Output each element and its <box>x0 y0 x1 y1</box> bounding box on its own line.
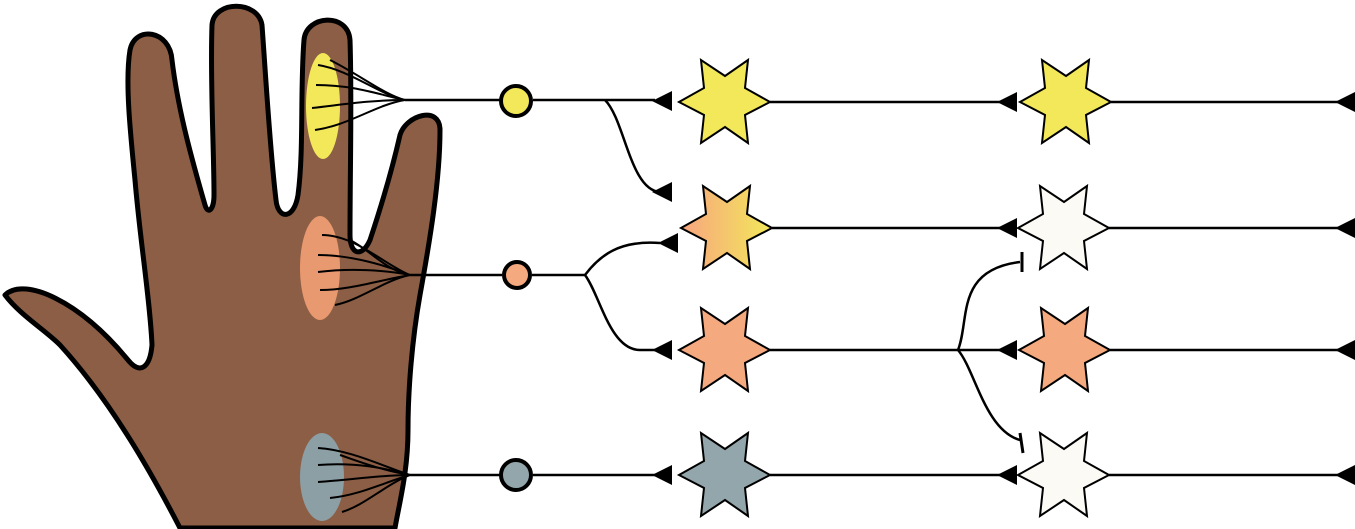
neuron-star-grey-4 <box>676 430 773 519</box>
synapse-markers-output <box>1335 92 1355 485</box>
neuron-star-peach-7 <box>1016 305 1113 394</box>
receptive-field-peach <box>300 216 340 320</box>
ganglion-yellow <box>499 84 533 118</box>
synapse-markers-first-layer <box>652 91 678 485</box>
neuron-star-yellow-1 <box>676 57 773 146</box>
nerve-endings-peach <box>317 234 411 306</box>
nerve-endings-yellow <box>311 59 406 131</box>
neuron-star-white-6 <box>1015 183 1112 272</box>
inhibitory-synapse-markers <box>1018 252 1025 454</box>
first-layer-neurons <box>676 57 775 519</box>
receptive-field-grey <box>300 433 344 521</box>
second-layer-neurons <box>1015 57 1114 519</box>
neuron-star-peach-3 <box>676 305 773 394</box>
axons-layer-2 <box>770 100 1021 477</box>
nerve-endings-grey <box>317 447 411 513</box>
hand-icon <box>2 3 443 529</box>
output-axons <box>1109 100 1340 477</box>
neuron-star-white-8 <box>1015 430 1112 519</box>
neuron-star-gradient-2 <box>678 183 775 272</box>
axons <box>405 98 661 477</box>
ganglion-grey <box>499 458 533 492</box>
neuron-star-yellow-5 <box>1017 57 1114 146</box>
synapse-markers-second-layer <box>997 92 1017 485</box>
ganglion-peach <box>502 260 532 290</box>
